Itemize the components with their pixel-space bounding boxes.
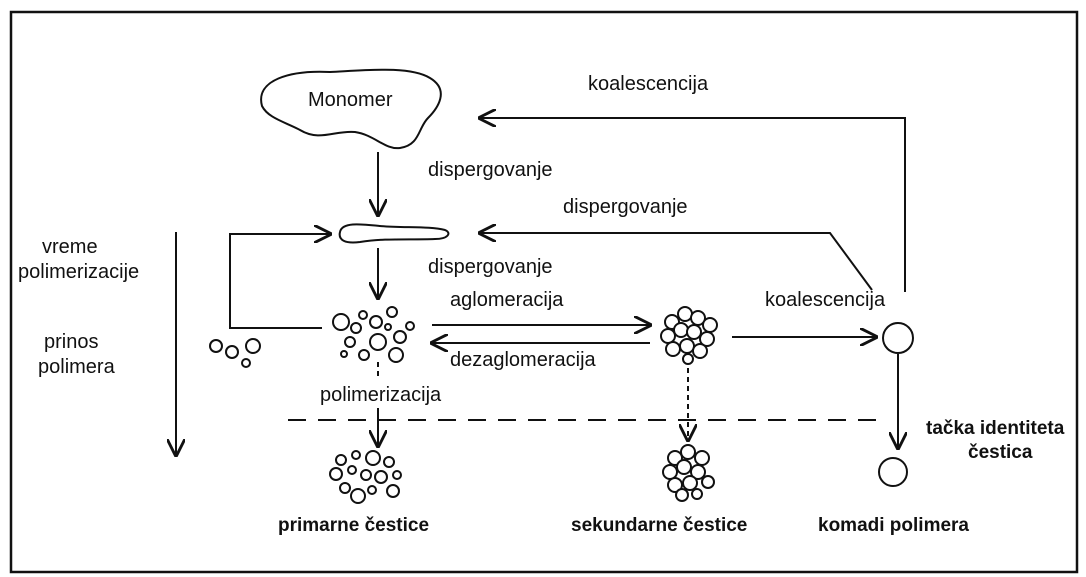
monomer-droplet <box>338 223 450 244</box>
koalescencija-mid-label: koalescencija <box>765 289 886 311</box>
aglomeracija-label: aglomeracija <box>450 289 564 311</box>
coalesced-particle <box>882 322 914 354</box>
polymer-chunk <box>878 457 908 487</box>
secondary-agglomerate <box>660 306 718 365</box>
polimerizacije-label: polimerizacije <box>18 261 139 283</box>
monomer-label: Monomer <box>308 89 393 111</box>
recycle-loop-arrow <box>229 234 330 329</box>
diagram-border <box>9 10 1079 574</box>
dispergovanje-label-1: dispergovanje <box>428 159 553 181</box>
dispergovanje-return-arrow <box>480 233 873 291</box>
primary-particles-cluster <box>332 306 415 363</box>
polimera-label: polimera <box>38 356 116 378</box>
primarne-cestice-label: primarne čestice <box>278 515 429 536</box>
cestica-label: čestica <box>968 442 1033 463</box>
tacka-identiteta-label: tačka identiteta <box>926 418 1065 439</box>
koalescencija-top-label: koalescencija <box>588 73 709 95</box>
small-droplets <box>209 338 261 368</box>
koalescencija-return-arrow <box>480 118 906 292</box>
dezaglomeracija-label: dezaglomeracija <box>450 349 597 371</box>
dispergovanje-label-3: dispergovanje <box>428 256 553 278</box>
vreme-label: vreme <box>42 236 98 258</box>
secondary-particle-bottom <box>662 444 715 502</box>
komadi-polimera-label: komadi polimera <box>818 515 969 536</box>
primary-particles-bottom <box>329 450 402 504</box>
dispergovanje-label-2: dispergovanje <box>563 196 688 218</box>
monomer-blob <box>260 68 442 150</box>
sekundarne-cestice-label: sekundarne čestice <box>571 515 747 536</box>
polimerizacija-label: polimerizacija <box>320 384 442 406</box>
prinos-label: prinos <box>44 331 98 353</box>
